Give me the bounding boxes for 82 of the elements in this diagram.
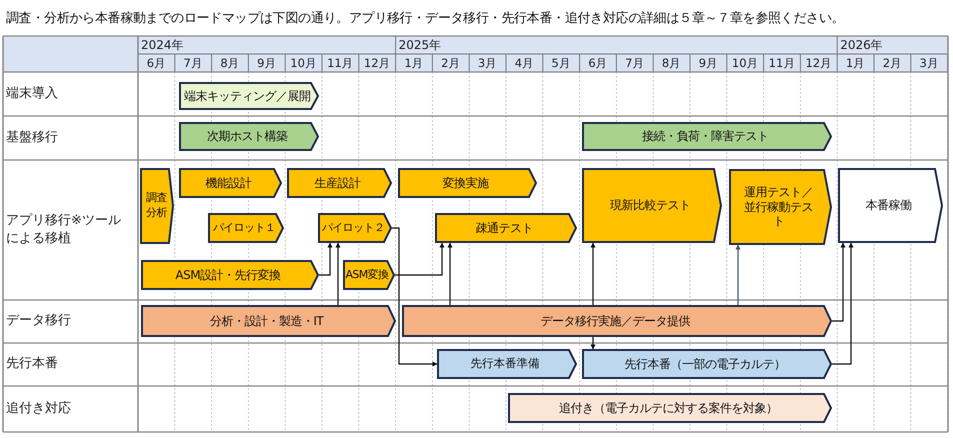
connector-arrow — [590, 337, 596, 350]
month-header: 2月 — [440, 54, 462, 72]
task-arrow-bar — [435, 213, 577, 243]
task-arrow-bar — [208, 213, 284, 243]
task-arrow-bar — [287, 168, 392, 198]
task-label: 疎通テスト — [474, 220, 534, 237]
task-arrow-bar — [402, 305, 832, 337]
task-label: 接続・負荷・障害テスト — [640, 128, 770, 146]
month-header: 7月 — [182, 54, 204, 72]
task-arrow-bar — [437, 349, 577, 379]
task-label: 次期ホスト構築 — [206, 128, 288, 146]
month-header: 2月 — [882, 54, 904, 72]
task-label: 本番稼働 — [864, 197, 912, 214]
task-label: 分析・設計・製造・IT — [208, 312, 325, 330]
month-header: 12月 — [362, 54, 392, 72]
month-header: 5月 — [550, 54, 572, 72]
row-header: 端末導入 — [6, 84, 59, 103]
connector-arrow — [392, 227, 438, 366]
task-label: 先行本番準備 — [470, 355, 540, 372]
row-header: 追付き対応 — [6, 400, 72, 418]
task-arrow-bar — [582, 349, 832, 379]
task-arrow-bar — [729, 169, 832, 245]
task-label: 端末キッティング／展開 — [182, 88, 312, 105]
task-label: パイロット１ — [212, 220, 276, 236]
page-heading: 調査・分析から本番稼動までのロードマップは下図の通り。アプリ移行・データ移行・先行本番・追付き対応の詳細は５章～７章を参照ください。 — [6, 10, 844, 27]
task-arrow-bar — [179, 82, 319, 110]
month-header: 9月 — [698, 54, 720, 72]
task-arrow-bar — [141, 305, 396, 337]
task-arrow-bar — [582, 122, 832, 151]
task-arrow-bar — [179, 122, 319, 151]
task-arrow-bar — [343, 260, 395, 290]
month-header: 8月 — [219, 54, 241, 72]
year-header: 2025年 — [398, 36, 442, 54]
task-label: ASM設計・先行変換 — [174, 266, 282, 284]
task-label: 運用テスト／並行稼動テスト — [743, 184, 814, 230]
month-header: 10月 — [289, 54, 318, 72]
task-label: 変換実施 — [442, 174, 490, 192]
task-label: 調査分析 — [145, 190, 168, 221]
task-arrow-bar — [398, 168, 537, 198]
task-label: パイロット２ — [320, 220, 386, 236]
row-header: データ移行 — [6, 312, 72, 330]
month-header: 3月 — [918, 54, 940, 72]
task-arrow-bar — [318, 213, 392, 243]
task-label: 機能設計 — [204, 174, 252, 192]
month-header: 11月 — [326, 54, 355, 72]
month-header: 9月 — [256, 54, 278, 72]
connector-arrow — [395, 242, 444, 276]
connector-arrow — [319, 242, 332, 276]
connector-arrow — [590, 242, 596, 305]
task-label: ASM変換 — [344, 267, 390, 284]
task-arrow-bar — [838, 168, 943, 243]
task-label: データ移行実施／データ提供 — [539, 312, 691, 330]
connector-arrow — [336, 242, 340, 305]
month-header: 4月 — [514, 54, 536, 72]
month-header: 1月 — [844, 54, 866, 72]
year-header: 2026年 — [840, 36, 883, 54]
row-header: 先行本番 — [6, 355, 59, 374]
month-header: 11月 — [768, 54, 796, 72]
year-header: 2024年 — [141, 36, 184, 54]
month-header: 3月 — [476, 54, 498, 72]
task-label: 追付き（電子カルテに対する案件を対象） — [558, 400, 778, 417]
row-header: 基盤移行 — [6, 128, 59, 147]
month-header: 6月 — [146, 54, 168, 72]
connector-arrow — [736, 244, 740, 305]
task-label: 先行本番（一部の電子カルテ） — [624, 356, 786, 373]
row-header: アプリ移行※ツールによる移植 — [6, 212, 122, 248]
connector-arrow — [832, 242, 854, 365]
task-arrow-bar — [582, 168, 722, 243]
connector-arrow — [832, 242, 846, 322]
month-header: 6月 — [587, 54, 609, 72]
task-arrow-bar — [508, 393, 832, 423]
month-header: 12月 — [804, 54, 834, 72]
task-label: 生産設計 — [314, 174, 362, 192]
task-arrow-bar — [179, 168, 282, 198]
month-header: 7月 — [624, 54, 646, 72]
task-arrow-bar — [141, 260, 319, 290]
month-header: 8月 — [660, 54, 682, 72]
connector-arrow — [448, 242, 452, 305]
month-header: 10月 — [730, 54, 760, 72]
task-label: 現新比較テスト — [608, 197, 692, 214]
task-arrow-bar — [140, 168, 174, 244]
month-header: 1月 — [403, 54, 425, 72]
